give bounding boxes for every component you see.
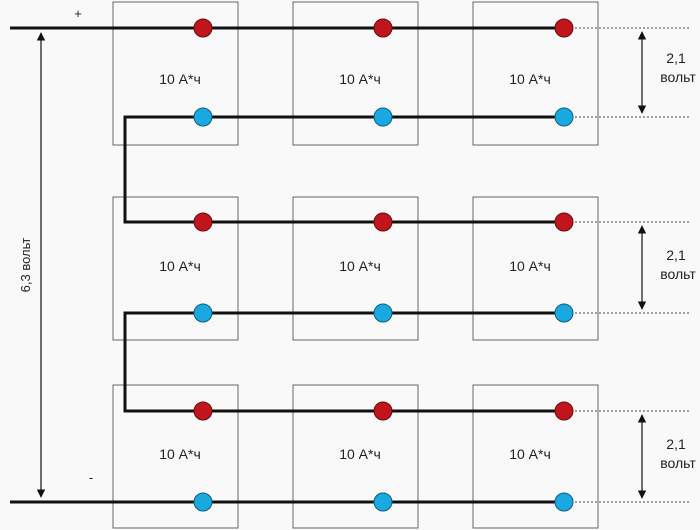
cell-capacity-label: 10 А*ч [159, 446, 201, 462]
row-voltage-unit: вольт [660, 266, 696, 282]
negative-terminal [373, 492, 393, 512]
minus-sign: - [89, 470, 93, 485]
dimension-guides [575, 27, 690, 503]
cell-r3-c2 [292, 384, 419, 529]
negative-terminals [193, 107, 574, 512]
positive-terminals [193, 18, 574, 421]
cell-r1-c2 [292, 1, 419, 146]
negative-terminal [554, 492, 574, 512]
cell-r1-c3 [472, 1, 599, 146]
cell-capacity-label: 10 А*ч [339, 71, 381, 87]
positive-terminal [193, 401, 213, 421]
row-voltage-value: 2,1 [666, 247, 686, 263]
positive-terminal [193, 212, 213, 232]
row-voltage-unit: вольт [660, 455, 696, 471]
negative-terminal [554, 107, 574, 127]
row-voltage-dimensions: 2,1 вольт 2,1 вольт 2,1 вольт [637, 31, 696, 499]
row-voltage-value: 2,1 [666, 436, 686, 452]
total-voltage-label: 6,3 вольт [18, 238, 33, 293]
cell-capacity-label: 10 А*ч [339, 446, 381, 462]
positive-terminal [554, 401, 574, 421]
negative-terminal [193, 107, 213, 127]
series-link-1 [123, 115, 564, 224]
positive-terminal [554, 212, 574, 232]
wires [10, 26, 564, 504]
plus-sign: + [74, 6, 82, 21]
cell-capacity-label: 10 А*ч [159, 258, 201, 274]
cell-capacity-label: 10 А*ч [339, 258, 381, 274]
cell-labels: 10 А*ч 10 А*ч 10 А*ч 10 А*ч 10 А*ч 10 А*… [159, 71, 551, 462]
cell-r3-c1 [112, 384, 239, 529]
positive-terminal [193, 18, 213, 38]
cell-r1-c1 [112, 1, 239, 146]
negative-terminal [554, 303, 574, 323]
positive-terminal [373, 18, 393, 38]
cell-capacity-label: 10 А*ч [159, 71, 201, 87]
positive-terminal [554, 18, 574, 38]
cell-r3-c3 [472, 384, 599, 529]
positive-terminal [373, 212, 393, 232]
series-link-2 [123, 311, 564, 413]
row-voltage-unit: вольт [660, 69, 696, 85]
negative-terminal [193, 492, 213, 512]
row-voltage-value: 2,1 [666, 50, 686, 66]
cell-capacity-label: 10 А*ч [509, 258, 551, 274]
negative-terminal [193, 303, 213, 323]
negative-terminal [373, 107, 393, 127]
cell-capacity-label: 10 А*ч [509, 446, 551, 462]
cell-capacity-label: 10 А*ч [509, 71, 551, 87]
negative-terminal [373, 303, 393, 323]
positive-terminal [373, 401, 393, 421]
